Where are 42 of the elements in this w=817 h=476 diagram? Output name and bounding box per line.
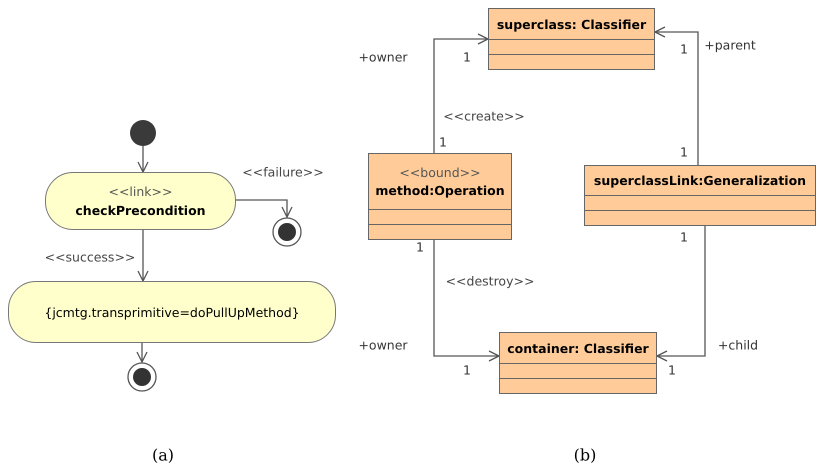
association-label: +owner [358,50,408,64]
arrow [136,343,148,363]
action-label: checkPrecondition [75,203,206,218]
association-label: 1 [680,144,688,160]
arrow [433,240,500,362]
class-name: superclassLink:Generalization [594,173,806,188]
association-label: +owner [358,338,408,352]
edge-label: <<failure>> [241,164,325,180]
class-name: method:Operation [375,183,505,198]
stereotype-label: <<link>> [108,184,172,199]
association-label: 1 [680,42,688,56]
class-name: superclass: Classifier [496,16,646,32]
class-box [488,8,655,70]
association-label: 1 [680,230,688,244]
arrow [654,26,699,165]
edge-label: <<create>> [442,108,526,124]
class-box [368,153,512,240]
arrow [433,33,489,153]
association-label: +child [718,338,758,352]
arrow [137,146,149,173]
final-node [272,217,302,247]
final-node [127,362,157,392]
class-name: container: Classifier [507,340,649,356]
association-label: 1 [416,240,424,254]
arrow [137,230,149,282]
association-label: 1 [439,134,447,150]
association-label: 1 [668,362,676,378]
figure-caption: (a) [152,446,174,464]
class-box [584,165,816,226]
figure-caption: (b) [574,446,596,464]
association-label: +parent [704,38,756,52]
stereotype-label: <<bound>> [399,165,481,180]
edge-label: <<destroy>> [444,274,536,288]
arrow [236,199,293,218]
class-box [499,332,657,394]
action-node [8,281,336,343]
association-label: 1 [463,50,471,64]
action-node [45,172,236,230]
association-label: 1 [463,362,471,378]
initial-node [130,120,156,146]
arrow [656,226,706,362]
action-label: {jcmtg.transprimitive=doPullUpMethod} [44,304,300,320]
